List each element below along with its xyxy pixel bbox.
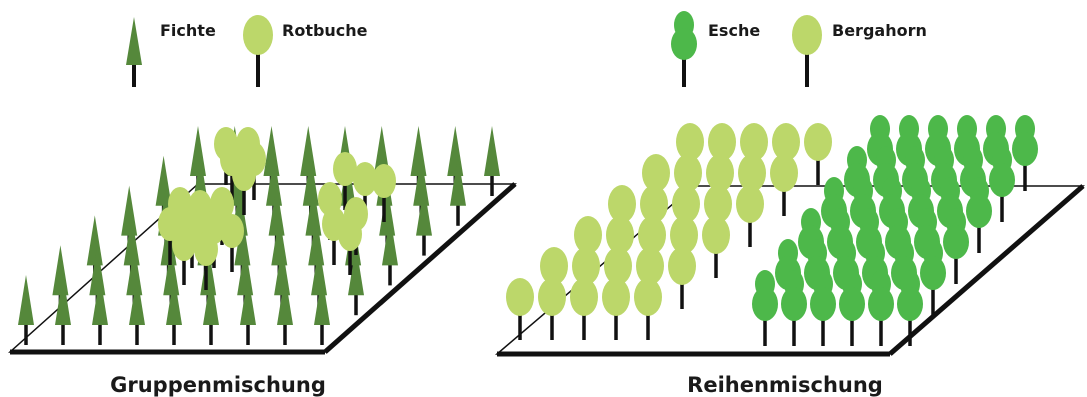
legend-label-spruce: Fichte [160, 21, 216, 40]
ash-tree [839, 270, 865, 346]
ash-tree [989, 146, 1015, 222]
caption-group-mixing: Gruppenmischung [110, 373, 326, 397]
spruce-tree [314, 275, 330, 345]
spruce-tree [240, 275, 256, 345]
beech-tree [172, 227, 196, 285]
spruce-tree [348, 245, 364, 316]
beech-tree [372, 164, 396, 222]
beech-tree [333, 152, 357, 210]
maple-tree [770, 154, 798, 216]
spruce-tree [484, 126, 500, 196]
spruce-tree [450, 155, 466, 226]
maple-icon [792, 15, 822, 87]
maple-tree [506, 278, 534, 340]
maple-tree [736, 185, 764, 247]
spruce-tree [92, 275, 108, 345]
maple-tree [538, 278, 566, 340]
trees-group-mixing [18, 126, 500, 345]
maple-tree [602, 278, 630, 340]
legend-label-beech: Rotbuche [282, 21, 368, 40]
spruce-tree [129, 275, 145, 345]
maple-tree [702, 216, 730, 278]
spruce-tree [416, 185, 432, 256]
spruce-tree [277, 275, 293, 345]
trees-row-mixing [506, 115, 1038, 346]
beech-tree [194, 232, 218, 290]
beech-tree [338, 217, 362, 275]
ground-plate-left [8, 182, 517, 355]
ash-tree [897, 270, 923, 346]
ash-tree [810, 270, 836, 346]
spruce-tree [382, 215, 398, 286]
legend-left: Fichte Rotbuche [126, 15, 368, 87]
ash-tree [868, 270, 894, 346]
legend-label-maple: Bergahorn [832, 21, 927, 40]
ash-tree [943, 208, 969, 284]
maple-tree [668, 247, 696, 309]
maple-tree [634, 278, 662, 340]
maple-tree [570, 278, 598, 340]
ash-tree [966, 177, 992, 253]
ash-tree [781, 270, 807, 346]
ash-tree [752, 270, 778, 346]
spruce-tree [203, 275, 219, 345]
spruce-tree [55, 275, 71, 345]
legend-label-ash: Esche [708, 21, 760, 40]
spruce-tree [18, 275, 34, 345]
maple-tree [804, 123, 832, 185]
beech-tree [232, 157, 256, 215]
caption-row-mixing: Reihenmischung [687, 373, 883, 397]
beech-tree [220, 214, 244, 272]
ash-tree [920, 239, 946, 315]
beech-icon [243, 15, 273, 87]
spruce-icon [126, 17, 142, 87]
legend-right: Esche Bergahorn [671, 11, 927, 87]
ash-tree [1012, 115, 1038, 191]
ash-icon [671, 11, 697, 87]
spruce-tree [166, 275, 182, 345]
